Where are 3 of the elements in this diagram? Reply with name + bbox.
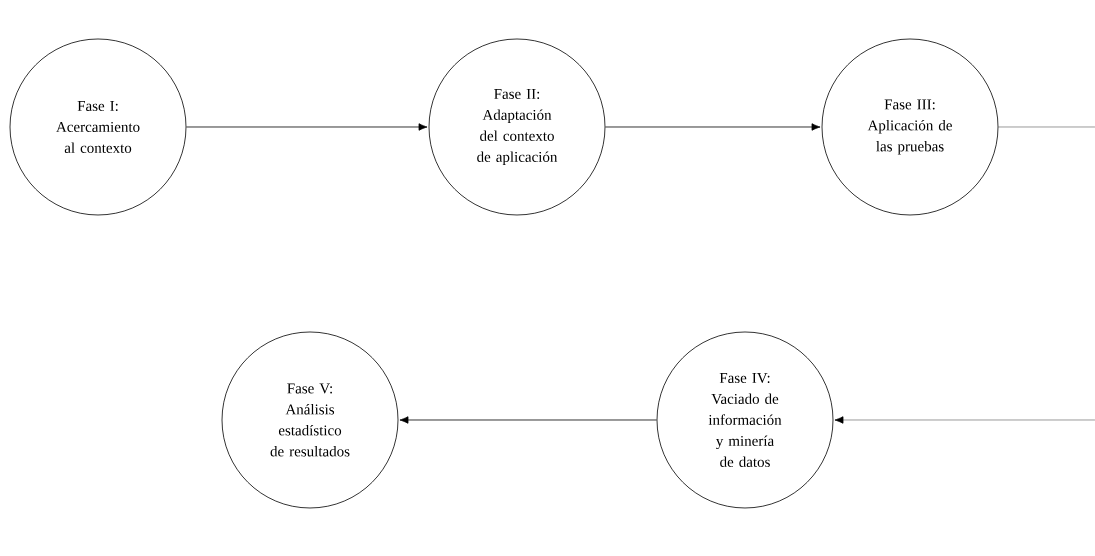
- arrow: [186, 123, 428, 131]
- arrow: [605, 123, 821, 131]
- arrow: [399, 416, 657, 424]
